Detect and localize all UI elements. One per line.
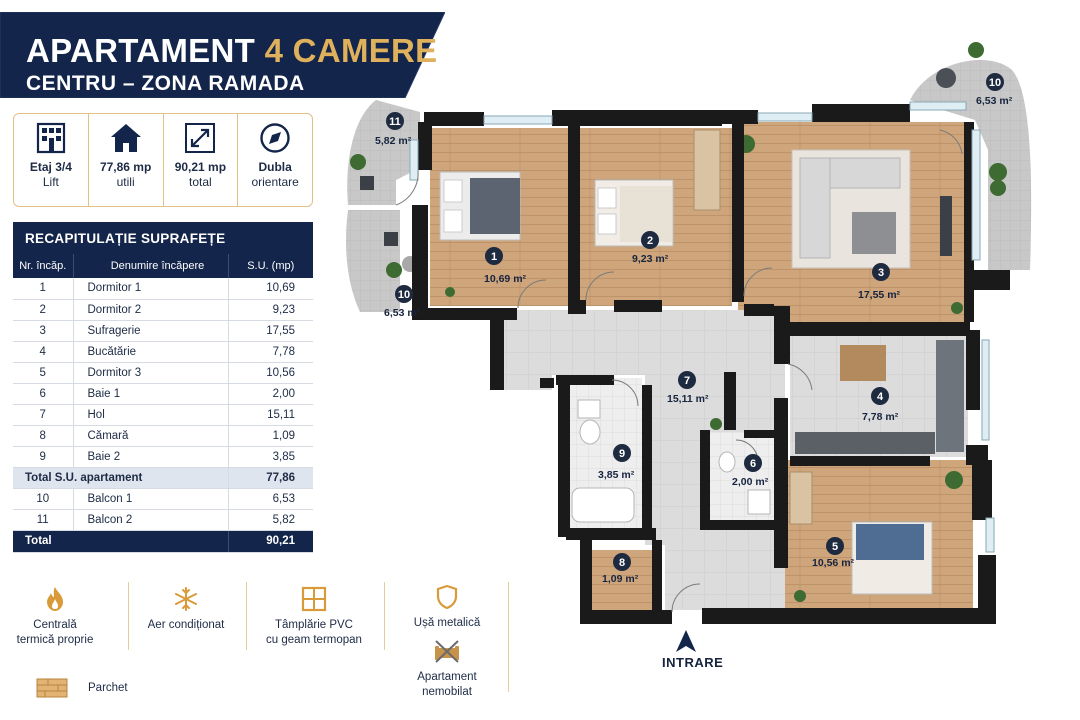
areas-table-panel: RECAPITULAȚIE SUPRAFEȚE Nr. încăp. Denum… <box>13 222 313 553</box>
room-labels: 1 10,69 m² 2 9,23 m² 3 17,55 m² 4 7,78 m² 5 10,56… <box>375 73 1013 585</box>
room-number: 5 <box>832 541 838 553</box>
room-number-badge <box>986 73 1004 91</box>
room-number: 10 <box>989 77 1001 89</box>
room-area-label: 2,00 m² <box>732 476 769 488</box>
room-number-badge <box>871 387 889 405</box>
table-total-row: Total 90,21 <box>13 530 313 553</box>
page-subtitle: CENTRU – ZONA RAMADA <box>26 72 305 95</box>
room-number-badge <box>485 247 503 265</box>
stat-usable-area: 77,86 mp utili <box>89 114 164 206</box>
table-title: RECAPITULAȚIE SUPRAFEȚE <box>13 222 313 254</box>
walls <box>412 104 1010 624</box>
feature-divider <box>508 582 509 692</box>
col-header-name: Denumire încăpere <box>72 254 228 278</box>
room-number: 4 <box>877 391 884 403</box>
room-number: 6 <box>750 458 756 470</box>
shield-icon <box>436 584 458 610</box>
room-area-label: 17,55 m² <box>858 289 901 301</box>
room-number: 8 <box>619 557 625 569</box>
feature-furnishing: Apartament nemobilat <box>395 638 499 700</box>
table-subtotal-row: Total S.U. apartament 77,86 <box>13 467 313 489</box>
furniture <box>360 68 964 595</box>
room-area-label: 10,56 m² <box>812 557 855 569</box>
room-number-badge <box>678 371 696 389</box>
col-header-area: S.U. (mp) <box>227 254 313 278</box>
feature-floor: Parchet <box>36 678 128 698</box>
window-icon <box>301 586 327 612</box>
feature-heating: Centrală termică proprie <box>10 586 100 648</box>
stat-orientation: Dubla orientare <box>238 114 312 206</box>
room-number-badge <box>744 454 762 472</box>
room-number: 11 <box>389 116 401 128</box>
col-header-nr: Nr. încăp. <box>13 254 73 278</box>
room-number: 9 <box>619 448 625 460</box>
room-number: 10 <box>398 289 410 301</box>
expand-arrows-icon <box>185 123 216 153</box>
room-area-label: 3,85 m² <box>598 469 635 481</box>
compass-icon <box>260 123 290 153</box>
doors <box>395 129 963 613</box>
plants <box>350 42 1007 602</box>
flame-icon <box>47 587 63 611</box>
building-icon <box>36 122 65 154</box>
room-number-badge <box>395 285 413 303</box>
room-area-label: 9,23 m² <box>632 253 669 265</box>
room-area-label: 1,09 m² <box>602 573 639 585</box>
stat-floor: Etaj 3/4 Lift <box>14 114 89 206</box>
room-area-label: 5,82 m² <box>375 135 412 147</box>
title-accent: 4 CAMERE <box>264 32 438 69</box>
room-number: 1 <box>491 251 497 263</box>
room-number-badge <box>826 537 844 555</box>
entry-arrow-icon <box>676 630 696 652</box>
header-banner: APARTAMENT 4 CAMERE CENTRU – ZONA RAMADA <box>0 12 445 98</box>
room-number: 2 <box>647 235 653 247</box>
no-furniture-icon <box>435 640 459 663</box>
feature-divider <box>384 582 385 650</box>
feature-windows: Tâmplărie PVC cu geam termopan <box>254 586 374 648</box>
room-area-label: 10,69 m² <box>484 273 527 285</box>
room-area-label: 6,53 m² <box>384 307 421 319</box>
entry-label: INTRARE <box>662 655 724 670</box>
feature-divider <box>128 582 129 650</box>
windows <box>409 101 995 553</box>
room-number: 7 <box>684 375 690 387</box>
room-area-label: 6,53 m² <box>976 95 1013 107</box>
room-number-badge <box>613 444 631 462</box>
room-number-badge <box>872 263 890 281</box>
stats-panel: Etaj 3/4 Lift 77,86 mp utili 90,21 mp to… <box>13 113 313 207</box>
feature-divider <box>246 582 247 650</box>
feature-door: Ușă metalică <box>395 584 499 631</box>
feature-ac: Aer condiționat <box>136 586 236 633</box>
snowflake-icon <box>175 587 197 611</box>
room-number: 3 <box>878 267 884 279</box>
room-area-label: 7,78 m² <box>862 411 899 423</box>
stat-total-area: 90,21 mp total <box>164 114 239 206</box>
page-title: APARTAMENT 4 CAMERE <box>26 32 438 69</box>
room-number-badge <box>613 553 631 571</box>
house-icon <box>110 124 141 152</box>
room-number-badge <box>641 231 659 249</box>
room-area-label: 15,11 m² <box>667 393 709 405</box>
areas-table: Nr. încăp. Denumire încăpere S.U. (mp) 1… <box>13 254 313 553</box>
room-number-badge <box>386 112 404 130</box>
parquet-icon <box>36 678 68 698</box>
